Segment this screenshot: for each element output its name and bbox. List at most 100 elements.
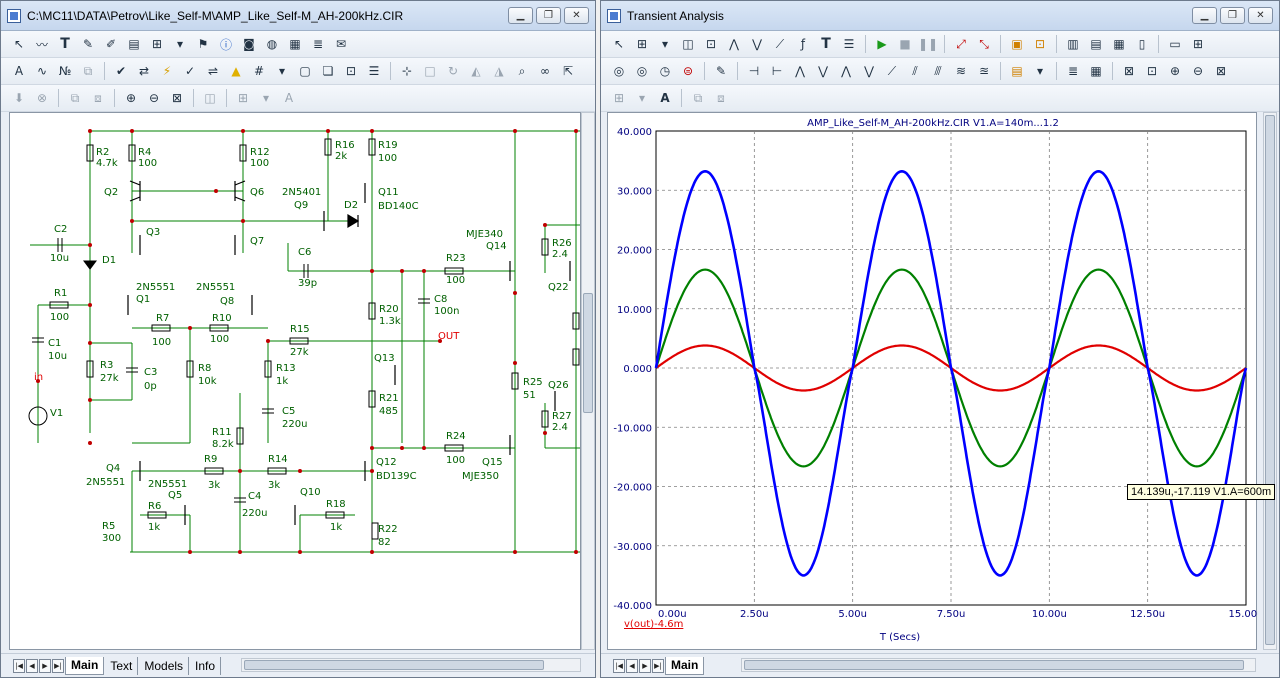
schematic-hscroll[interactable]: [241, 658, 581, 672]
list-icon[interactable]: ≣: [1067, 64, 1079, 78]
component-icon[interactable]: ⊞: [151, 37, 163, 51]
pause-icon[interactable]: ❚❚: [917, 37, 939, 51]
restore-button[interactable]: ❐: [536, 7, 561, 24]
schematic-vscroll[interactable]: [581, 112, 595, 650]
tokens-icon[interactable]: ⊡: [1034, 37, 1046, 51]
list-icon[interactable]: ≣: [312, 37, 324, 51]
restore-button[interactable]: ❐: [1220, 7, 1245, 24]
grid-icon[interactable]: ⊞: [1192, 37, 1204, 51]
transient-titlebar[interactable]: Transient Analysis ▁ ❐ ✕: [601, 1, 1279, 31]
tile-icon[interactable]: ⊞: [237, 91, 249, 105]
export-icon[interactable]: ⇱: [562, 64, 574, 78]
first-page-icon[interactable]: |◀: [613, 658, 625, 673]
paste-icon[interactable]: ⧈: [717, 90, 725, 105]
binoculars-icon[interactable]: ∞: [540, 64, 550, 78]
zoom-fit-icon[interactable]: ⊠: [1215, 64, 1227, 78]
plot-vscroll-thumb[interactable]: [1265, 115, 1275, 645]
pins-icon[interactable]: ⧉: [83, 63, 93, 78]
camera-icon[interactable]: ◫: [204, 91, 216, 105]
global-high-icon[interactable]: ⫽: [912, 63, 918, 78]
minimize-button[interactable]: ▁: [508, 7, 533, 24]
edit-icon[interactable]: ✎: [715, 64, 727, 78]
close-button[interactable]: ✕: [1248, 7, 1273, 24]
copy-page-icon[interactable]: ❏: [322, 64, 334, 78]
next-page-icon[interactable]: ▶: [639, 658, 651, 673]
top-icon[interactable]: ≋: [955, 64, 967, 78]
schematic-vscroll-thumb[interactable]: [583, 293, 593, 413]
last-page-icon[interactable]: ▶|: [652, 658, 664, 673]
tab-info[interactable]: Info: [190, 656, 222, 675]
close-button[interactable]: ✕: [564, 7, 589, 24]
dropdown-icon[interactable]: ▾: [661, 37, 669, 51]
stack-icon[interactable]: ▭: [1169, 37, 1181, 51]
zoom-in-icon[interactable]: ⊕: [1169, 64, 1181, 78]
bus-icon[interactable]: ▤: [128, 37, 140, 51]
table-icon[interactable]: ▦: [289, 37, 301, 51]
flag-icon[interactable]: ⚑: [197, 37, 209, 51]
grid-dropdown-icon[interactable]: ▾: [278, 64, 286, 78]
peak-icon[interactable]: ⋀: [795, 64, 805, 78]
function-icon[interactable]: ƒ: [800, 37, 806, 51]
run-icon[interactable]: ▶: [877, 37, 887, 51]
down-icon[interactable]: ⬇: [13, 91, 25, 105]
probe-icon[interactable]: ✓: [184, 64, 196, 78]
prev-page-icon[interactable]: ◀: [626, 658, 638, 673]
columns-icon[interactable]: ▯: [1138, 37, 1146, 51]
schematic-canvas[interactable]: R2 4.7k R4 100 R12 100 R16 2k R19 100 Q2…: [9, 112, 581, 650]
cancel-icon[interactable]: ⊗: [36, 91, 48, 105]
plot-hscroll[interactable]: [741, 658, 1256, 672]
fit-icon[interactable]: ⊠: [1123, 64, 1135, 78]
lightning-icon[interactable]: ⚡: [162, 64, 172, 78]
text-mode-icon[interactable]: T: [821, 36, 831, 52]
find-icon[interactable]: ⌕: [518, 63, 526, 78]
zoom-region-icon[interactable]: ⤢: [956, 36, 966, 51]
clock-icon[interactable]: ◷: [659, 64, 671, 78]
font-icon[interactable]: A: [284, 91, 294, 105]
plot-props-icon[interactable]: ▥: [1067, 37, 1079, 51]
cursor-left-icon[interactable]: ⊣: [748, 64, 760, 78]
numeric-output-icon[interactable]: ▦: [1090, 64, 1102, 78]
arrows-icon[interactable]: ⇄: [138, 64, 150, 78]
fit-y-icon[interactable]: ⊡: [1146, 64, 1158, 78]
cursor-right-icon[interactable]: ⊢: [771, 64, 783, 78]
schematic-hscroll-thumb[interactable]: [244, 660, 544, 670]
properties-icon[interactable]: ☰: [843, 37, 855, 51]
globe-icon[interactable]: ◍: [266, 37, 278, 51]
font-icon[interactable]: A: [660, 91, 670, 105]
valley-icon[interactable]: ⋁: [752, 37, 762, 51]
schematic-titlebar[interactable]: C:\MC11\DATA\Petrov\Like_Self-M\AMP_Like…: [1, 1, 595, 31]
component-icon[interactable]: ⊞: [636, 37, 648, 51]
layout-icon[interactable]: ⊡: [345, 64, 357, 78]
tile-icon[interactable]: ⊞: [613, 91, 625, 105]
plot-vscroll[interactable]: [1263, 112, 1277, 650]
attr-text-icon[interactable]: A: [14, 64, 24, 78]
node-names-icon[interactable]: ∿: [36, 64, 48, 78]
copy-icon[interactable]: ⧉: [693, 90, 703, 105]
dropdown-icon[interactable]: ▾: [176, 37, 184, 51]
peak-icon[interactable]: ⋀: [729, 37, 739, 51]
zoom-out-icon[interactable]: ⊖: [148, 91, 160, 105]
zoom-out-icon[interactable]: ⊖: [1192, 64, 1204, 78]
scale-icon[interactable]: ⊡: [705, 37, 717, 51]
flip-v-icon[interactable]: ◮: [494, 64, 504, 78]
rotate-icon[interactable]: ↻: [447, 64, 459, 78]
tab-main[interactable]: Main: [665, 656, 705, 675]
wire-mode-icon[interactable]: 〰: [35, 37, 48, 52]
scale-x-icon[interactable]: ◎: [613, 64, 625, 78]
numeric-icon[interactable]: ▦: [1113, 37, 1125, 51]
scale-y-icon[interactable]: ◎: [636, 64, 648, 78]
node-numbers-icon[interactable]: №: [58, 64, 72, 78]
check-icon[interactable]: ✔: [115, 64, 127, 78]
last-page-icon[interactable]: ▶|: [52, 658, 64, 673]
clipboard-icon[interactable]: ▤: [1011, 64, 1023, 78]
help-icon[interactable]: ◙: [243, 37, 255, 51]
voltage-icon[interactable]: ⇌: [207, 64, 219, 78]
info-icon[interactable]: ⓘ: [219, 37, 232, 52]
flip-h-icon[interactable]: ◭: [471, 64, 481, 78]
valley-icon[interactable]: ⋁: [818, 64, 828, 78]
draw-icon[interactable]: ✎: [82, 37, 94, 51]
warning-icon[interactable]: ▲: [231, 64, 241, 78]
select-mode-icon[interactable]: ↖: [613, 37, 625, 51]
stop-icon[interactable]: ■: [899, 37, 911, 51]
grid-icon[interactable]: #: [253, 64, 265, 78]
